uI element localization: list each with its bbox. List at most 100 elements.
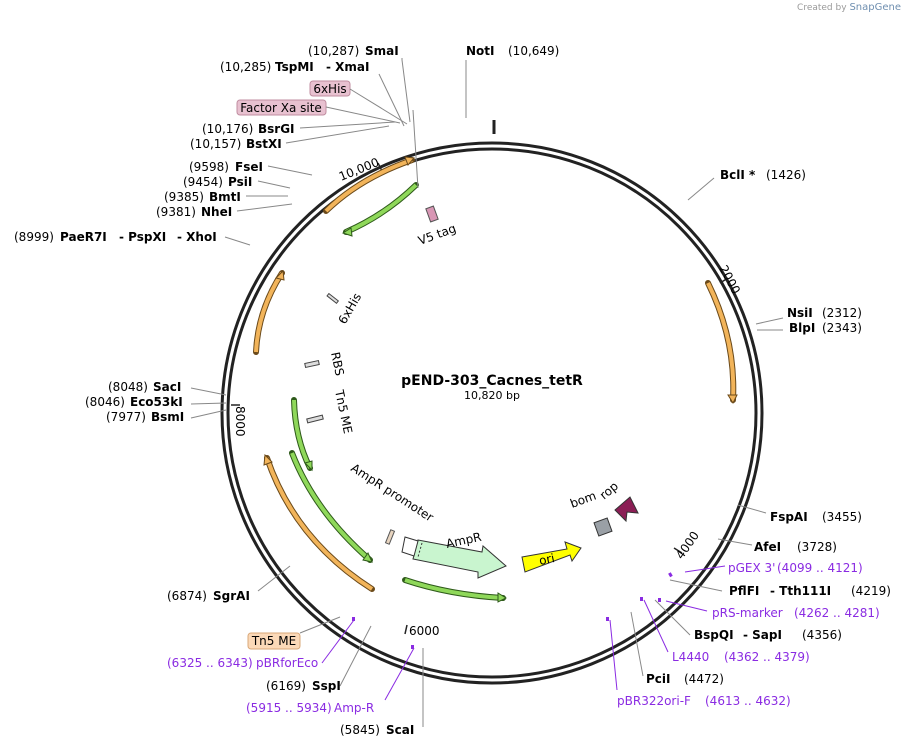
snapgene-logo-text: SnapGene [849, 2, 901, 13]
bcli-name[interactable]: BclI * [720, 168, 756, 182]
bom-label: bom [568, 489, 598, 511]
sgrai-pos: (6874) [167, 589, 207, 603]
tn5-me-inner-marker[interactable] [306, 414, 324, 424]
bsmi-pos: (7977) [106, 410, 146, 424]
orange-arrow-left[interactable] [254, 271, 284, 353]
pgex3-name[interactable]: pGEX 3' [728, 561, 775, 575]
tth111i-name[interactable]: - Tth111I [770, 584, 831, 598]
afei-name[interactable]: AfeI [754, 540, 781, 554]
green-arrow-left-head [304, 460, 313, 472]
prsmarker-range: (4262 .. 4281) [794, 606, 880, 620]
bsmi-name[interactable]: BsmI [151, 410, 184, 424]
snapgene-branding: Created by SnapGene [797, 2, 901, 13]
ampr-dash [417, 542, 423, 558]
l4440-name[interactable]: L4440 [672, 650, 709, 664]
rop-feature-arrow[interactable] [614, 496, 639, 523]
scai-name[interactable]: ScaI [386, 723, 414, 737]
ori-feature-arrow[interactable] [521, 541, 582, 573]
tn5-me-lower-marker[interactable] [384, 529, 396, 545]
bstxi-name[interactable]: BstXI [246, 137, 282, 151]
nsii-name[interactable]: NsiI [787, 306, 813, 320]
pbr322ori-name[interactable]: pBR322ori-F [617, 694, 691, 708]
plasmid-size: 10,820 bp [464, 389, 520, 402]
psii-name[interactable]: PsiI [228, 175, 252, 189]
orange-arrow-lower-head [263, 453, 273, 466]
pflfi-pos: (4219) [851, 584, 891, 598]
tspmi-pos: (10,285) [220, 60, 271, 74]
tick-label-4000: 4000 [673, 529, 702, 562]
paer7i-pos: (8999) [14, 230, 54, 244]
plasmid-name: pEND-303_Cacnes_tetR [401, 373, 583, 389]
rop-label: rop [597, 479, 621, 502]
right-leader-lines [190, 177, 784, 727]
blpi-pos: (2343) [822, 321, 862, 335]
tn5-me-leader [299, 616, 341, 634]
green-arrow-bottom-head [497, 592, 508, 603]
sapi-name[interactable]: - SapI [743, 628, 782, 642]
tn5-me-box[interactable] [247, 632, 301, 650]
noti-pos: (10,649) [508, 44, 559, 58]
blpi-name[interactable]: BlpI [789, 321, 815, 335]
orange-arrow-lower-outline[interactable] [264, 455, 375, 592]
green-arrow-lower-head [362, 551, 373, 563]
bsrgi-pos: (10,176) [202, 122, 253, 136]
bcli-pos: (1426) [766, 168, 806, 182]
xmai-name[interactable]: - XmaI [326, 60, 369, 74]
bspqi-name[interactable]: BspQI [694, 628, 734, 642]
bom-feature[interactable] [593, 517, 613, 537]
sgrai-name[interactable]: SgrAI [213, 589, 250, 603]
pcii-name[interactable]: PciI [646, 672, 671, 686]
ampr-feature-arrow[interactable] [412, 539, 507, 579]
orange-arrow-top-head [404, 156, 415, 166]
green-arrow-lower[interactable] [290, 452, 372, 562]
primer-leader-lines [321, 565, 726, 701]
fspai-name[interactable]: FspAI [770, 510, 808, 524]
pcii-pos: (4472) [684, 672, 724, 686]
v5-tag-label: V5 tag [416, 221, 458, 248]
orange-arrow-right[interactable] [706, 282, 736, 401]
bmti-name[interactable]: BmtI [209, 190, 241, 204]
psii-pos: (9454) [183, 175, 223, 189]
green-arrow-bottom[interactable] [404, 578, 504, 600]
pbrforeco-range: (6325 .. 6343) [167, 656, 253, 670]
prsmarker-name[interactable]: pRS-marker [712, 606, 783, 620]
orange-arrow-lower[interactable] [265, 457, 374, 591]
pflfi-name[interactable]: PflFI [729, 584, 759, 598]
ampr-promoter-marker[interactable] [401, 536, 419, 557]
6xhis-box-label: 6xHis [313, 82, 346, 96]
his-inner-marker[interactable] [326, 292, 340, 304]
orange-arrow-left-head [275, 269, 285, 281]
bstxi-pos: (10,157) [190, 137, 241, 151]
green-arrow-top[interactable] [345, 183, 418, 234]
orange-arrow-top[interactable] [324, 158, 413, 213]
xhoi-name[interactable]: - XhoI [177, 230, 217, 244]
nsii-pos: (2312) [822, 306, 862, 320]
saci-name[interactable]: SacI [153, 380, 181, 394]
l4440-range: (4362 .. 4379) [724, 650, 810, 664]
smai-name[interactable]: SmaI [365, 44, 399, 58]
nhei-name[interactable]: NheI [201, 205, 232, 219]
pbrforeco-name[interactable]: pBRforEco [256, 656, 318, 670]
ampr-label: AmpR [445, 530, 483, 551]
tspmi-name[interactable]: TspMI [275, 60, 314, 74]
tick-4000 [673, 547, 683, 554]
v5-tag-marker[interactable] [425, 205, 439, 223]
fsei-name[interactable]: FseI [235, 160, 263, 174]
6xhis-box[interactable] [309, 80, 351, 97]
tn5-me-box-label: Tn5 ME [251, 634, 296, 648]
noti-name[interactable]: NotI [466, 44, 495, 58]
rbs-marker[interactable] [304, 359, 320, 369]
sspi-name[interactable]: SspI [312, 679, 341, 693]
smai-pos: (10,287) [308, 44, 359, 58]
bsrgi-name[interactable]: BsrGI [258, 122, 295, 136]
backbone-outer [220, 141, 764, 685]
ampr-primer-name[interactable]: Amp-R [334, 701, 374, 715]
sspi-pos: (6169) [266, 679, 306, 693]
backbone-inner [226, 147, 758, 679]
paer7i-name[interactable]: PaeR7I [60, 230, 107, 244]
eco53ki-name[interactable]: Eco53kI [130, 395, 183, 409]
bspqi-pos: (4356) [802, 628, 842, 642]
pspxi-name[interactable]: - PspXI [119, 230, 166, 244]
fsei-pos: (9598) [189, 160, 229, 174]
